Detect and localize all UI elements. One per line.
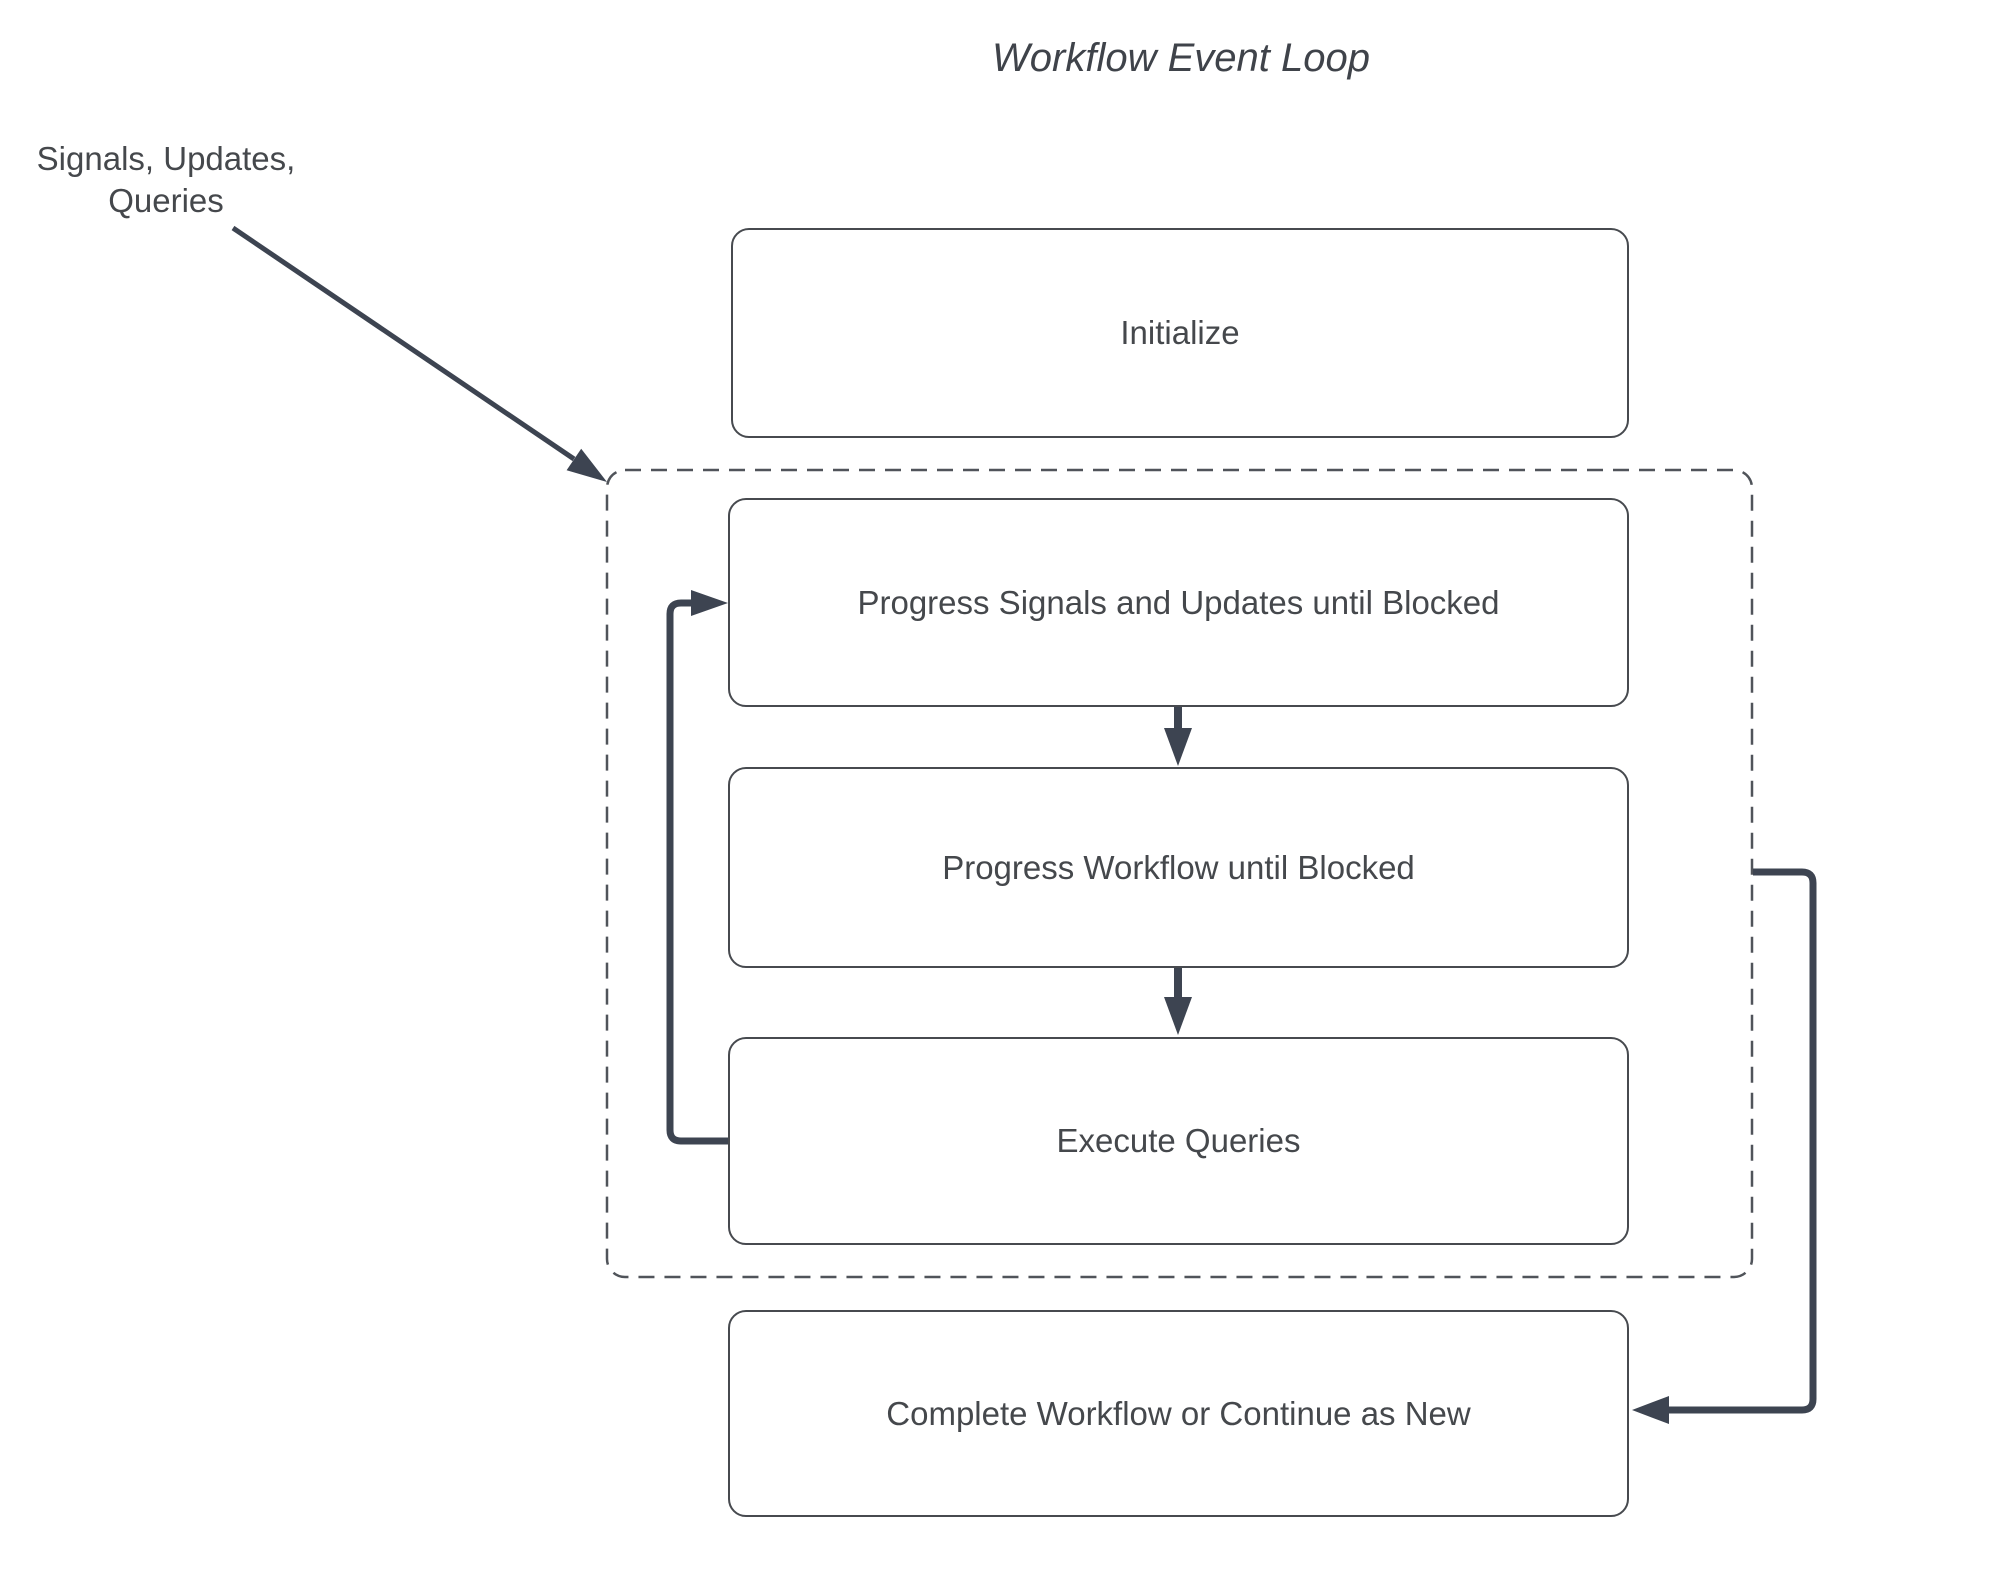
down-arrow-1-head-icon — [1164, 728, 1192, 766]
signals-to-loop-arrow — [231, 225, 607, 482]
signals-label-line1: Signals, Updates, — [36, 140, 296, 177]
signals-to-loop-arrowhead-icon — [566, 448, 607, 482]
signals-updates-queries-label: Signals, Updates, Queries — [34, 138, 298, 222]
node-initialize: Initialize — [731, 228, 1629, 438]
node-progress-signals: Progress Signals and Updates until Block… — [728, 498, 1629, 707]
node-progress-workflow: Progress Workflow until Blocked — [728, 767, 1629, 968]
arrow-event-loop-to-complete-workflow — [1632, 868, 1817, 1424]
arrow-progress-workflow-to-execute-queries — [1164, 968, 1192, 1035]
page-title: Workflow Event Loop — [992, 36, 1370, 80]
node-execute-queries: Execute Queries — [728, 1037, 1629, 1245]
node-complete-workflow: Complete Workflow or Continue as New — [728, 1310, 1629, 1517]
node-initialize-label: Initialize — [1120, 314, 1240, 351]
down-arrow-2-head-icon — [1164, 997, 1192, 1035]
complete-arrow-path — [1669, 868, 1817, 1414]
node-complete-workflow-label: Complete Workflow or Continue as New — [886, 1394, 1471, 1432]
node-progress-signals-label: Progress Signals and Updates until Block… — [857, 583, 1500, 621]
node-progress-workflow-label: Progress Workflow until Blocked — [942, 848, 1415, 886]
arrow-progress-signals-to-progress-workflow — [1164, 707, 1192, 766]
signals-label-line2: Queries — [108, 182, 224, 219]
complete-arrowhead-icon — [1632, 1396, 1669, 1424]
node-execute-queries-label: Execute Queries — [1056, 1122, 1301, 1159]
loop-back-arrow-path — [666, 599, 728, 1145]
signals-to-loop-arrow-line — [231, 225, 576, 462]
loop-back-arrowhead-icon — [691, 590, 728, 616]
arrow-execute-queries-to-progress-signals — [666, 590, 728, 1145]
